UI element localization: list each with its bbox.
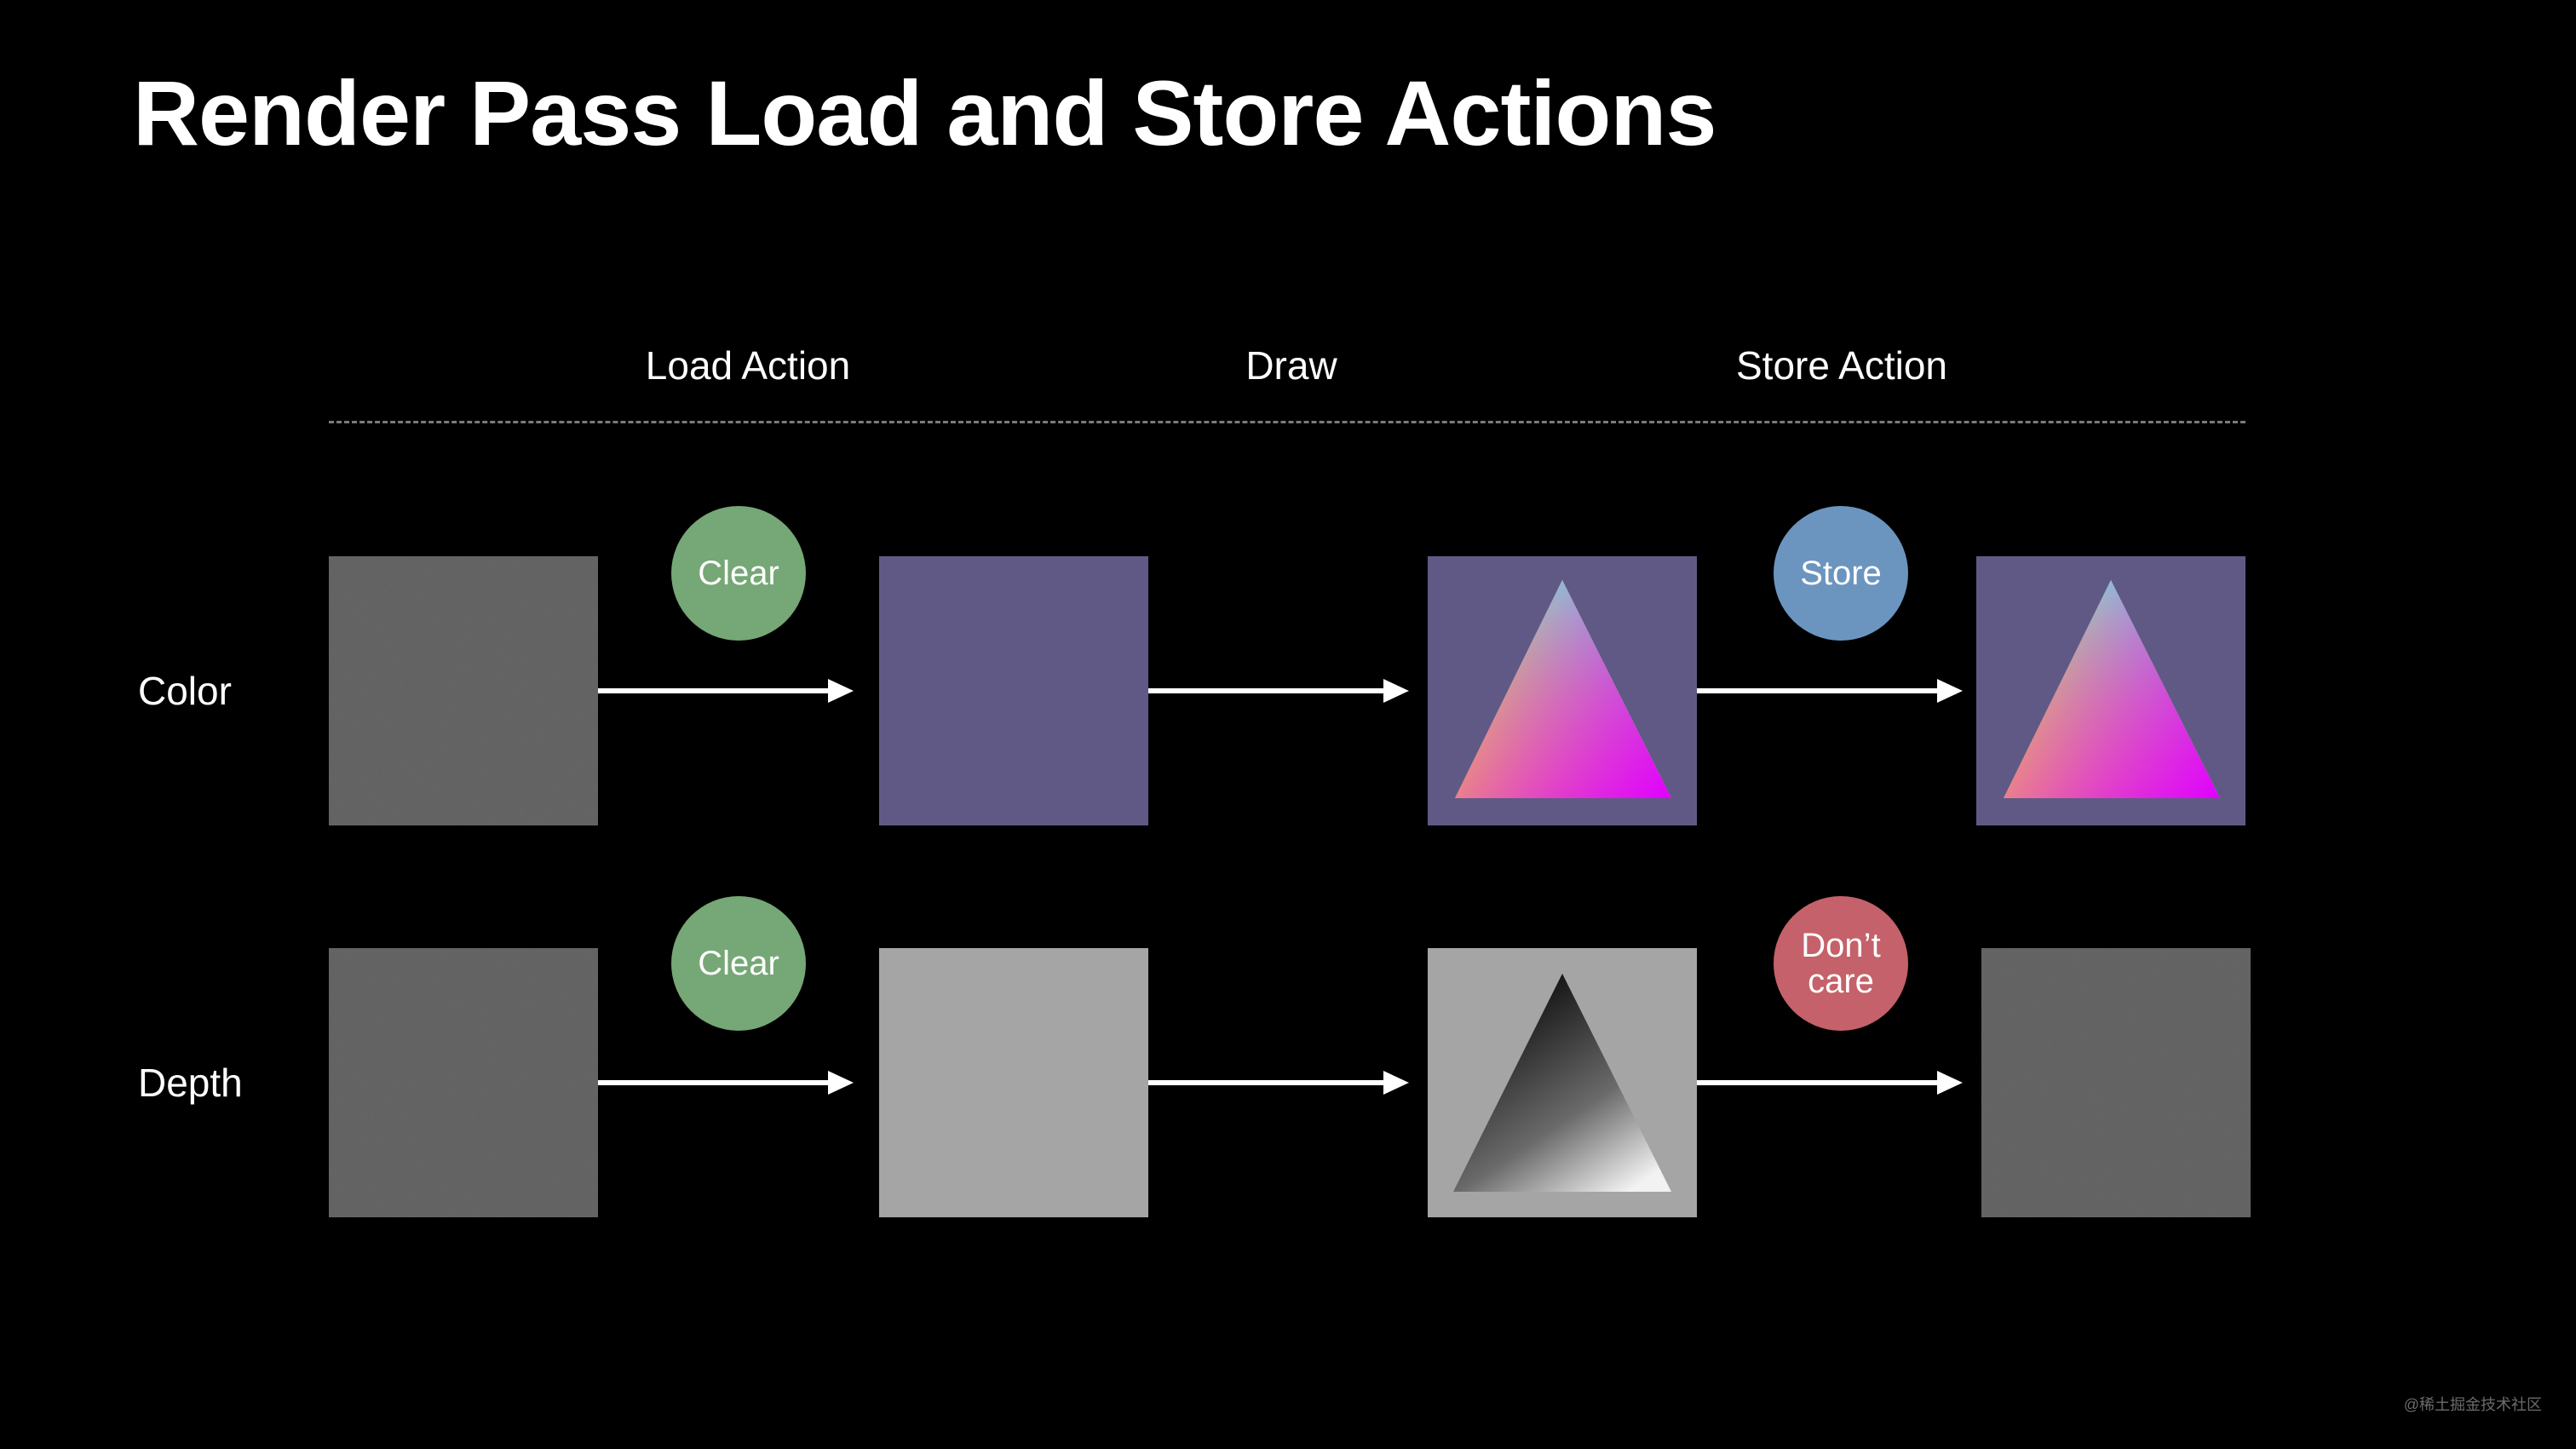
depth-initial-surface: [329, 948, 598, 1217]
depth-store-arrow: [1697, 1071, 1963, 1095]
color-stored-triangle-surface: [1976, 556, 2245, 825]
color-store-badge: Store: [1774, 506, 1908, 641]
depth-dont-care-badge: Don’t care: [1774, 896, 1908, 1031]
depth-dont-care-badge-label: Don’t care: [1801, 927, 1881, 1000]
depth-clear-badge-label: Clear: [698, 945, 779, 982]
depth-load-arrow: [598, 1071, 854, 1095]
depth-drawn-triangle-surface: [1428, 948, 1697, 1217]
depth-cleared-surface: [879, 948, 1148, 1217]
depth-discarded-surface: [1981, 948, 2251, 1217]
depth-clear-badge: Clear: [671, 896, 806, 1031]
color-clear-badge: Clear: [671, 506, 806, 641]
color-draw-arrow: [1148, 679, 1409, 703]
color-store-arrow: [1697, 679, 1963, 703]
color-drawn-triangle-surface: [1428, 556, 1697, 825]
slide-title: Render Pass Load and Store Actions: [133, 61, 1716, 164]
watermark: @稀土掘金技术社区: [2403, 1396, 2542, 1413]
color-initial-surface: [329, 556, 598, 825]
color-cleared-surface: [879, 556, 1148, 825]
header-divider: [329, 421, 2245, 423]
depth-draw-arrow: [1148, 1071, 1409, 1095]
column-header-store-action: Store Action: [1735, 343, 1948, 388]
row-label-depth: Depth: [138, 1061, 243, 1105]
color-load-arrow: [598, 679, 854, 703]
color-clear-badge-label: Clear: [698, 555, 779, 592]
column-header-draw: Draw: [1245, 343, 1337, 388]
row-label-color: Color: [138, 669, 232, 713]
column-header-load-action: Load Action: [645, 343, 851, 388]
color-store-badge-label: Store: [1800, 555, 1882, 592]
